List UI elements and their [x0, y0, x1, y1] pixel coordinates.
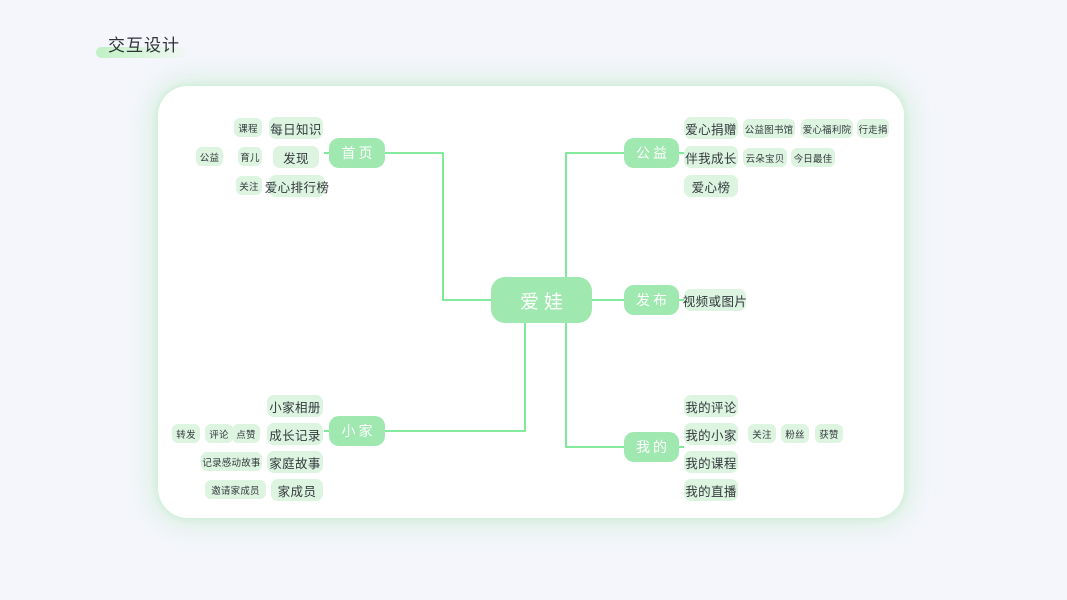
node-wode-child-my-courses[interactable]: 我的课程 [684, 451, 738, 473]
node-branch-wode[interactable]: 我的 [624, 432, 679, 462]
node-branch-fabu[interactable]: 发布 [624, 285, 679, 315]
node-wode-child-my-comments[interactable]: 我的评论 [684, 395, 738, 417]
node-gongyi-child-love-list[interactable]: 爱心榜 [684, 175, 738, 197]
node-xiaojia-grandchild-invite-family-member[interactable]: 邀请家成员 [205, 480, 266, 499]
node-gongyi-grandchild-walk-donation[interactable]: 行走捐 [857, 119, 889, 138]
node-gongyi-grandchild-welfare-library[interactable]: 公益图书馆 [743, 119, 795, 138]
node-gongyi-grandchild-welfare-home[interactable]: 爱心福利院 [801, 119, 853, 138]
node-xiaojia-child-home-album[interactable]: 小家相册 [267, 395, 323, 417]
node-wode-grandchild-follow[interactable]: 关注 [748, 424, 776, 443]
node-wode-child-my-livestream[interactable]: 我的直播 [684, 479, 738, 501]
page-title-group: 交互设计 [96, 28, 188, 58]
node-xiaojia-grandchild-share[interactable]: 转发 [172, 424, 200, 443]
node-xiaojia-child-family-story[interactable]: 家庭故事 [267, 451, 323, 473]
node-fabu-child-video-or-image[interactable]: 视频或图片 [683, 289, 747, 311]
node-gongyi-grandchild-today-best[interactable]: 今日最佳 [791, 148, 835, 167]
node-shouye-grandchild-parenting[interactable]: 育儿 [238, 147, 262, 166]
node-xiaojia-child-family-members[interactable]: 家成员 [271, 479, 323, 501]
node-root-aiwa[interactable]: 爱娃 [491, 277, 592, 323]
node-gongyi-grandchild-cloud-baby[interactable]: 云朵宝贝 [743, 148, 787, 167]
node-shouye-child-daily-knowledge[interactable]: 每日知识 [269, 117, 323, 139]
node-shouye-grandchild-welfare[interactable]: 公益 [196, 147, 223, 166]
node-shouye-grandchild-follow[interactable]: 关注 [236, 176, 262, 195]
node-wode-grandchild-likes-received[interactable]: 获赞 [815, 424, 843, 443]
connector-root-to-home [385, 152, 491, 301]
node-xiaojia-child-growth-record[interactable]: 成长记录 [267, 423, 323, 445]
node-wode-grandchild-fans[interactable]: 粉丝 [781, 424, 809, 443]
node-gongyi-child-love-donation[interactable]: 爱心捐赠 [684, 117, 738, 139]
node-branch-xiaojia[interactable]: 小家 [329, 416, 385, 446]
node-gongyi-child-grow-with-me[interactable]: 伴我成长 [684, 146, 738, 168]
title-highlight-bar [96, 47, 188, 58]
node-xiaojia-grandchild-record-touching-story[interactable]: 记录感动故事 [201, 452, 262, 471]
node-branch-shouye[interactable]: 首页 [329, 138, 385, 168]
node-wode-child-my-little-home[interactable]: 我的小家 [684, 423, 738, 445]
node-branch-gongyi[interactable]: 公益 [624, 138, 679, 168]
page-title: 交互设计 [108, 35, 180, 55]
node-xiaojia-grandchild-like[interactable]: 点赞 [232, 424, 260, 443]
node-shouye-child-love-ranking[interactable]: 爱心排行榜 [265, 175, 329, 197]
node-shouye-child-discover[interactable]: 发现 [273, 146, 319, 168]
node-shouye-grandchild-course[interactable]: 课程 [234, 118, 262, 137]
node-xiaojia-grandchild-comment[interactable]: 评论 [205, 424, 233, 443]
